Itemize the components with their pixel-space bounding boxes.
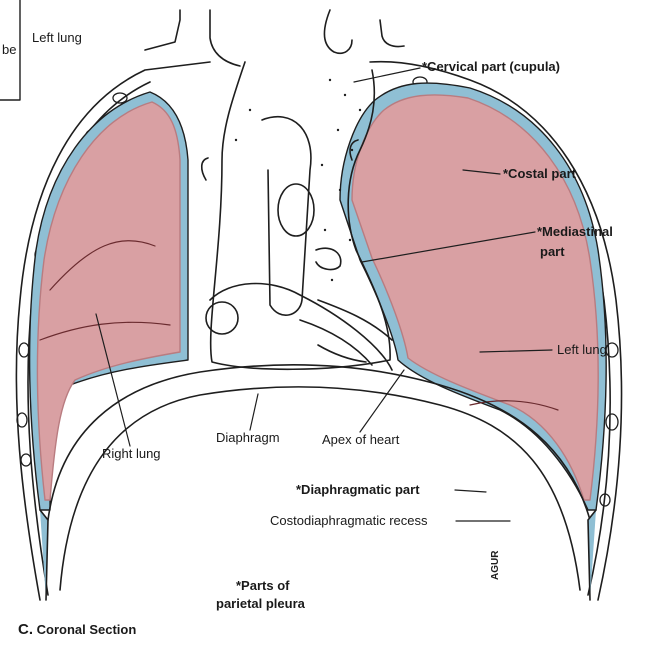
diaphragm-pointer [250, 394, 258, 430]
costal-part-label: *Costal part [503, 166, 576, 181]
apex-of-heart-label: Apex of heart [322, 432, 399, 447]
neck-structure-right-outer [380, 20, 404, 47]
right-lung-label: Right lung [102, 446, 161, 461]
pulmonary-trunk [278, 184, 314, 236]
right-lung [37, 102, 180, 500]
diaphragmatic-part-label: *Diaphragmatic part [296, 482, 420, 497]
figure-caption: C. Coronal Section [18, 622, 136, 637]
left-lung-top-label: Left lung [32, 30, 82, 45]
parts-of-parietal-pleura-label-line2: parietal pleura [216, 596, 305, 611]
neck-structure-right [324, 10, 352, 53]
cervical-part-label: *Cervical part (cupula) [422, 59, 560, 74]
mediastinal-part-label-line1: *Mediastinal [537, 224, 613, 239]
heart-chambers-3 [318, 345, 366, 362]
diaphragm-label: Diaphragm [216, 430, 280, 445]
cervical-pointer [354, 68, 420, 82]
diaphragmatic-pointer [455, 490, 486, 492]
costodiaphragmatic-recess-right [588, 510, 596, 600]
caption-text: Coronal Section [37, 622, 137, 637]
right-mediastinal-notch [202, 158, 208, 180]
heart-chambers-2 [300, 320, 372, 365]
aortic-arch [262, 117, 311, 315]
right-atrium [206, 302, 238, 334]
illustrator-signature: AGUR [490, 550, 501, 580]
left-edge-label-fragment: be [2, 42, 16, 57]
costodiaphragmatic-recess-label: Costodiaphragmatic recess [270, 513, 428, 528]
mediastinal-part-label-line2: part [540, 244, 565, 259]
parts-of-parietal-pleura-label-line1: *Parts of [236, 578, 289, 593]
left-lung-label: Left lung [557, 342, 607, 357]
neck-structure-left-inner [210, 10, 240, 66]
pulmonary-vessel [316, 248, 341, 269]
caption-letter: C. [18, 621, 33, 638]
apex-pointer [360, 370, 404, 432]
neck-structure-left [145, 10, 180, 50]
